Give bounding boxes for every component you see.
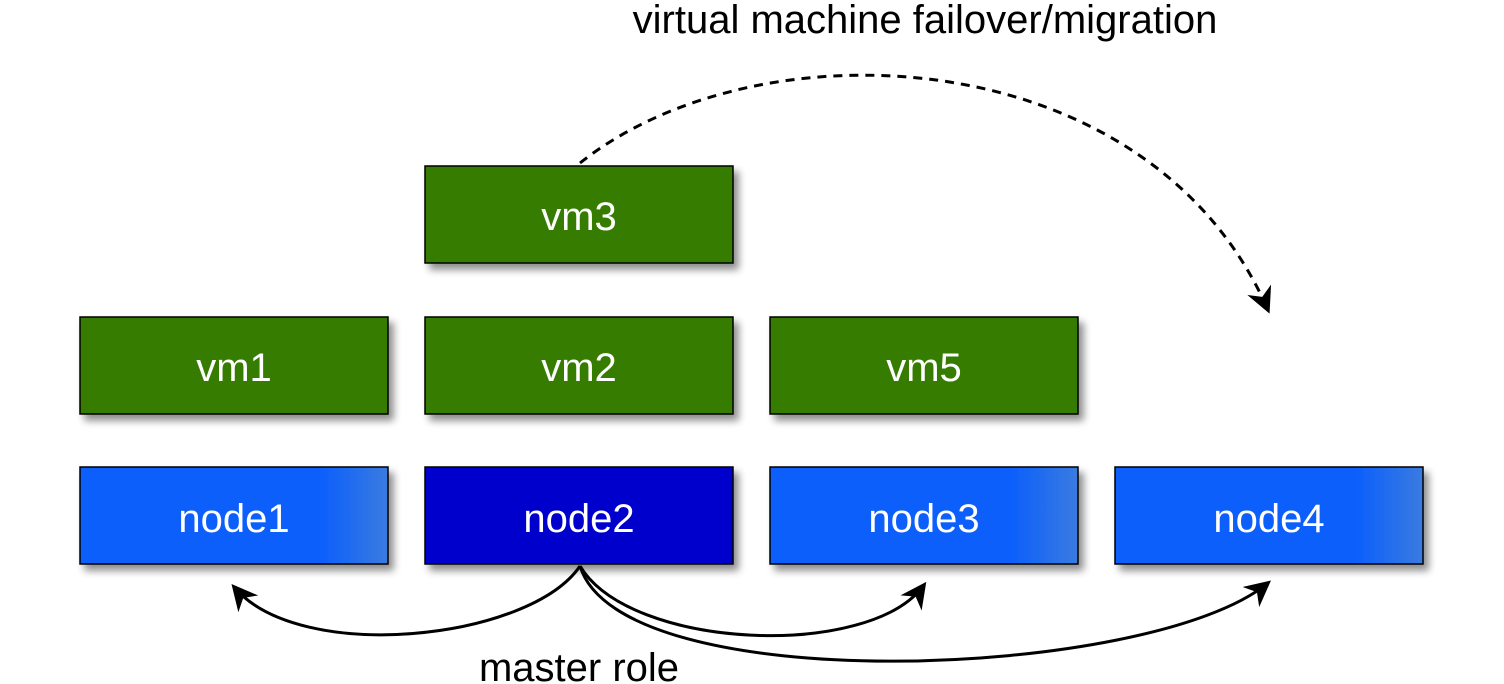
node-box-node1[interactable] [79, 466, 389, 565]
vm-label-vm2: vm2 [541, 346, 617, 390]
node-label-node3: node3 [868, 497, 979, 541]
master-arrow-to-node3 [578, 565, 927, 638]
node-label-node2: node2 [523, 497, 634, 541]
failover-arrow [579, 73, 1272, 314]
node-box-node2[interactable] [424, 466, 734, 565]
node-label-node1: node1 [178, 497, 289, 541]
vm-label-vm5: vm5 [886, 346, 962, 390]
node-box-node3[interactable] [769, 466, 1079, 565]
vm-box-vm1[interactable] [79, 316, 389, 415]
vm-box-vm2[interactable] [424, 316, 734, 415]
vm-label-vm3: vm3 [541, 195, 617, 239]
master-role-caption: master role [479, 646, 679, 684]
node-box-node4[interactable] [1114, 466, 1424, 565]
master-arrow-to-node4 [578, 565, 1272, 663]
failover-caption: virtual machine failover/migration [633, 0, 1218, 42]
vm-box-vm3[interactable] [424, 165, 734, 264]
vm-label-vm1: vm1 [196, 346, 272, 390]
master-arrow-to-node1 [231, 565, 582, 637]
node-label-node4: node4 [1213, 497, 1324, 541]
vm-box-vm5[interactable] [769, 316, 1079, 415]
